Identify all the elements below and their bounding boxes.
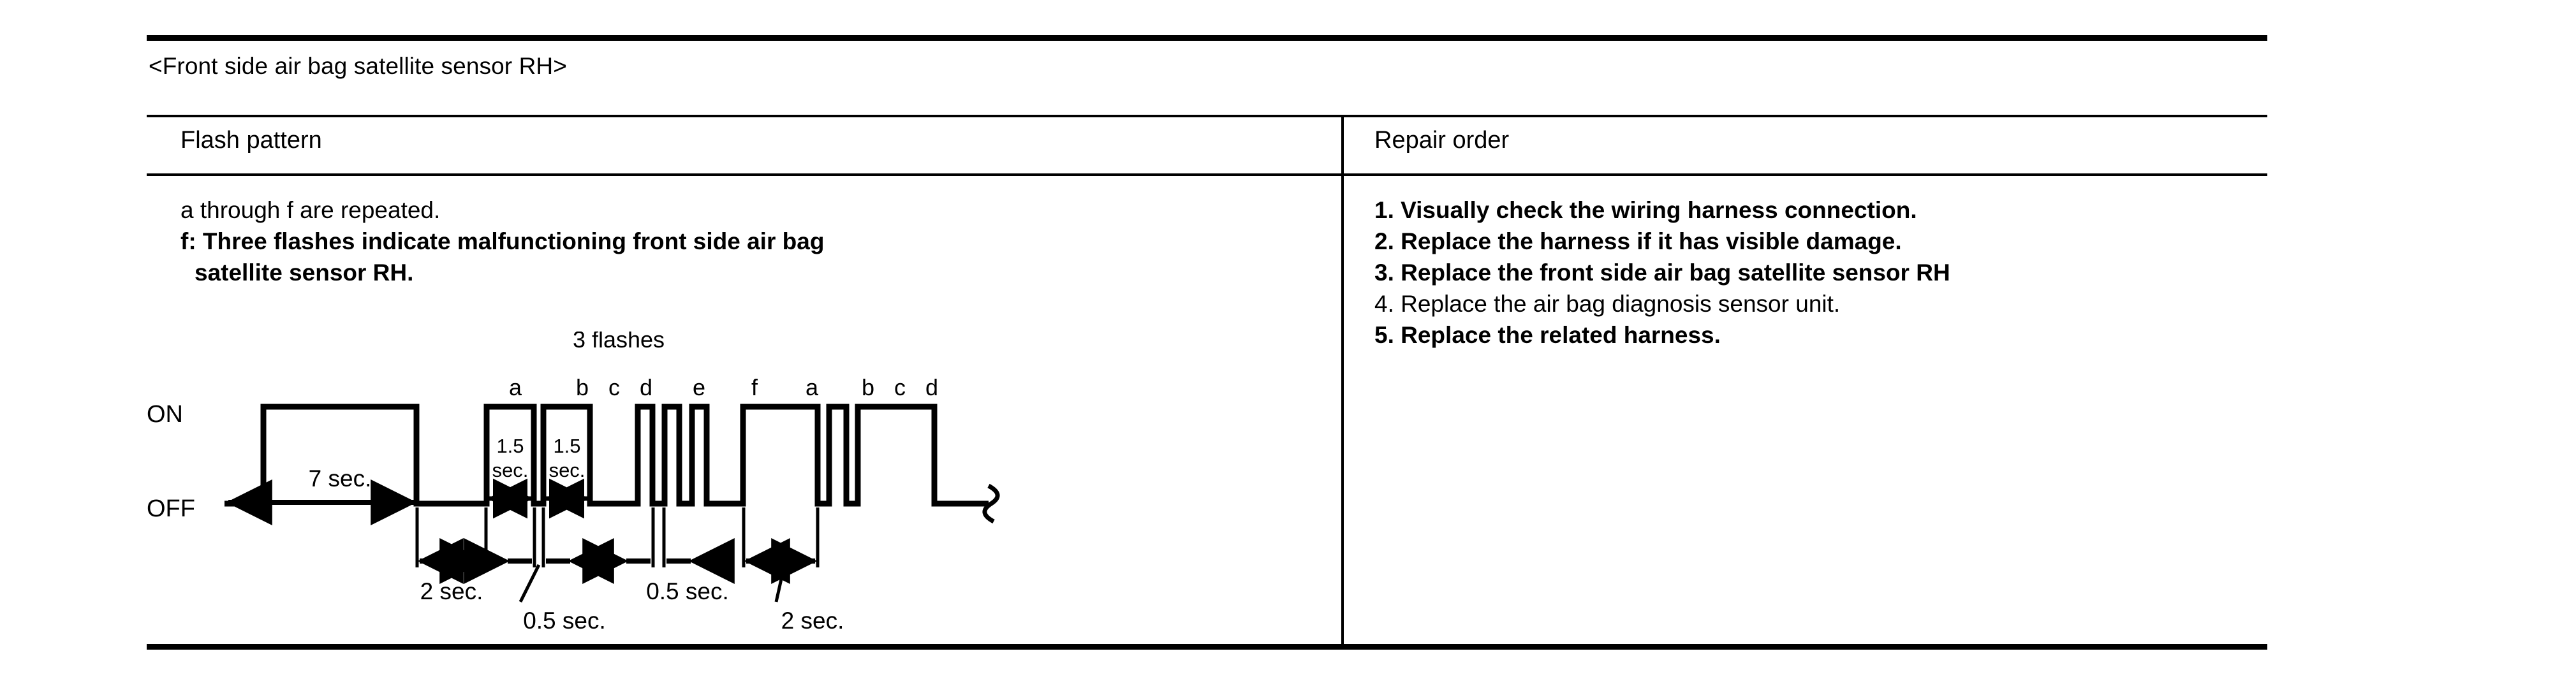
inline-duration-d-unit: sec. (549, 459, 585, 481)
repair-order-item-3: 3. Replace the front side air bag satell… (1374, 259, 1950, 286)
pulse-label-d1: d (640, 374, 652, 400)
annotation-3-flashes: 3 flashes (573, 332, 665, 353)
waveform-continuation-icon (982, 483, 1000, 524)
table-title-rule (147, 115, 2267, 117)
pulse-label-b2: b (862, 374, 874, 400)
duration-label-2sec-second: 2 sec. (781, 608, 844, 631)
pulse-label-e1: e (693, 374, 705, 400)
flash-pattern-line-3: satellite sensor RH. (195, 259, 414, 286)
duration-label-2sec-first: 2 sec. (420, 578, 483, 604)
inline-duration-d-value: 1.5 (553, 435, 580, 457)
repair-order-item-4: 4. Replace the air bag diagnosis sensor … (1374, 291, 1841, 317)
table-top-rule (147, 35, 2267, 41)
column-header-repair-order: Repair order (1374, 127, 1510, 154)
duration-label-05sec-second: 0.5 sec. (646, 578, 729, 604)
leader-line-05sec-first (519, 564, 541, 603)
flash-pattern-line-1: a through f are repeated. (180, 197, 441, 223)
pulse-label-a2: a (806, 374, 819, 400)
pulse-label-c2: c (894, 374, 906, 400)
table-header-separator-rule (147, 173, 2267, 176)
table-bottom-rule (147, 644, 2267, 650)
dimension-witness-lines (415, 507, 820, 567)
timing-diagram: 3 flashes a b c d e f a b c d ON OFF 1.5… (147, 332, 1142, 631)
column-header-flash-pattern: Flash pattern (180, 127, 322, 154)
duration-label-7sec: 7 sec. (309, 465, 372, 492)
repair-order-item-2: 2. Replace the harness if it has visible… (1374, 228, 1902, 254)
pulse-label-a1: a (509, 374, 522, 400)
section-title: <Front side air bag satellite sensor RH> (149, 53, 567, 79)
repair-order-item-1: 1. Visually check the wiring harness con… (1374, 197, 1917, 223)
axis-label-on: ON (147, 401, 183, 428)
leader-line-2sec-second (774, 564, 786, 602)
table-column-divider (1341, 117, 1344, 644)
pulse-label-b1: b (576, 374, 589, 400)
waveform-trace (224, 404, 989, 507)
axis-label-off: OFF (147, 495, 195, 522)
pulse-label-f1: f (751, 374, 758, 400)
pulse-label-d2: d (925, 374, 938, 400)
inline-duration-b-value: 1.5 (496, 435, 524, 457)
pulse-label-c1: c (608, 374, 620, 400)
flash-pattern-line-2: f: Three flashes indicate malfunctioning… (180, 228, 825, 254)
repair-order-item-5: 5. Replace the related harness. (1374, 322, 1721, 348)
duration-label-05sec-first: 0.5 sec. (523, 608, 606, 631)
inline-duration-b-unit: sec. (492, 459, 529, 481)
